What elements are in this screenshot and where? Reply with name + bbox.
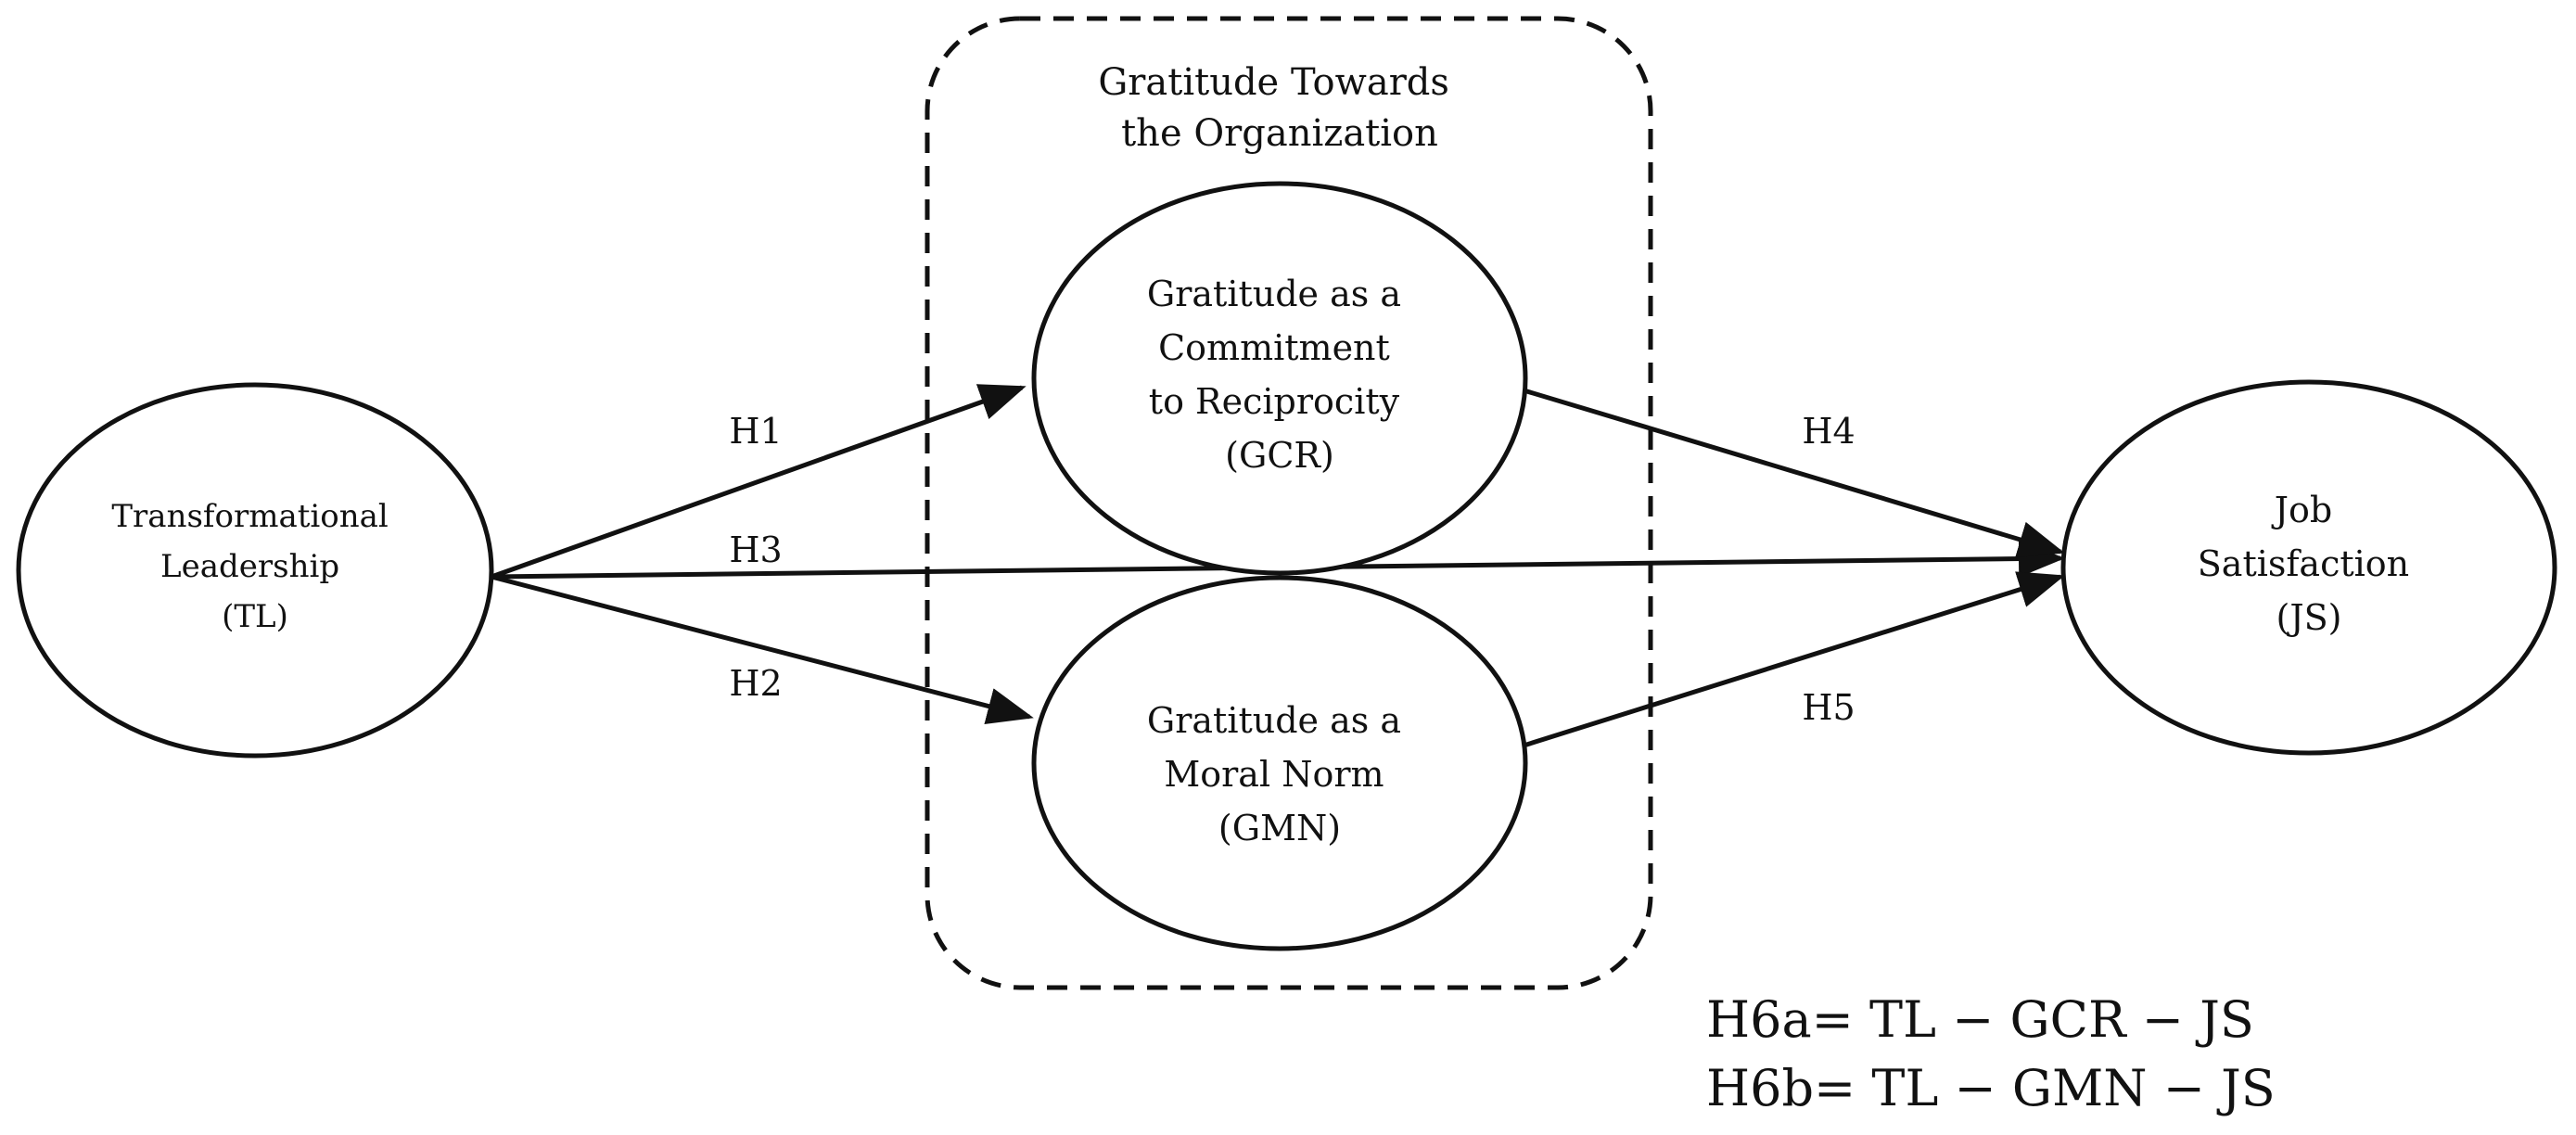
node-gmn-ellipse [1031,575,1528,951]
node-js-line-2: Satisfaction [2198,543,2409,584]
node-job-satisfaction: Job Satisfaction (JS) [2060,379,2557,756]
node-gmn-line-1: Gratitude as a [1147,700,1401,741]
node-gcr-line-2: Commitment [1158,327,1390,368]
node-js-line-1: Job [2271,490,2332,530]
node-tl-label: Transformational Leadership (TL) [111,498,398,635]
node-gmn-line-3: (GMN) [1218,808,1341,848]
node-gcr-label: Gratitude as a Commitment to Reciprocity… [1147,274,1412,476]
edge-label-h3: H3 [729,529,782,570]
group-label-line-1: Gratitude Towards [1098,61,1449,104]
node-gmn: Gratitude as a Moral Norm (GMN) [1031,575,1528,951]
node-gcr-ellipse [1031,181,1528,576]
edge-label-h1: H1 [729,411,782,452]
edge-label-h5: H5 [1802,687,1855,728]
node-js-label: Job Satisfaction (JS) [2198,490,2420,638]
node-gcr-line-3: to Reciprocity [1149,381,1400,422]
node-gcr-line-1: Gratitude as a [1147,274,1401,314]
node-gcr: Gratitude as a Commitment to Reciprocity… [1031,181,1528,576]
node-tl-line-1: Transformational [111,498,388,535]
group-label: Gratitude Towards the Organization [1098,61,1460,155]
node-gcr-line-4: (GCR) [1225,435,1334,476]
mediator-group-box [925,16,1653,990]
node-transformational-leadership: Transformational Leadership (TL) [16,382,494,759]
hypothesis-h6a: H6a= TL − GCR − JS [1706,990,2254,1049]
edge-label-h4: H4 [1802,411,1855,452]
node-js-line-3: (JS) [2276,597,2342,638]
hypothesis-h6b: H6b= TL − GMN − JS [1706,1059,2276,1117]
edge-label-h2: H2 [729,663,782,704]
node-tl-line-2: Leadership [160,548,339,585]
edge-h5 [1520,571,2065,749]
edge-h4 [1520,387,2065,558]
edge-h2 [491,574,1034,725]
node-tl-ellipse [16,382,494,759]
node-js-ellipse [2060,379,2557,756]
group-label-line-2: the Organization [1121,112,1438,155]
edge-h1 [491,384,1027,580]
node-gmn-label: Gratitude as a Moral Norm (GMN) [1147,700,1412,848]
node-gmn-line-2: Moral Norm [1164,754,1384,795]
node-tl-line-3: (TL) [222,598,288,635]
